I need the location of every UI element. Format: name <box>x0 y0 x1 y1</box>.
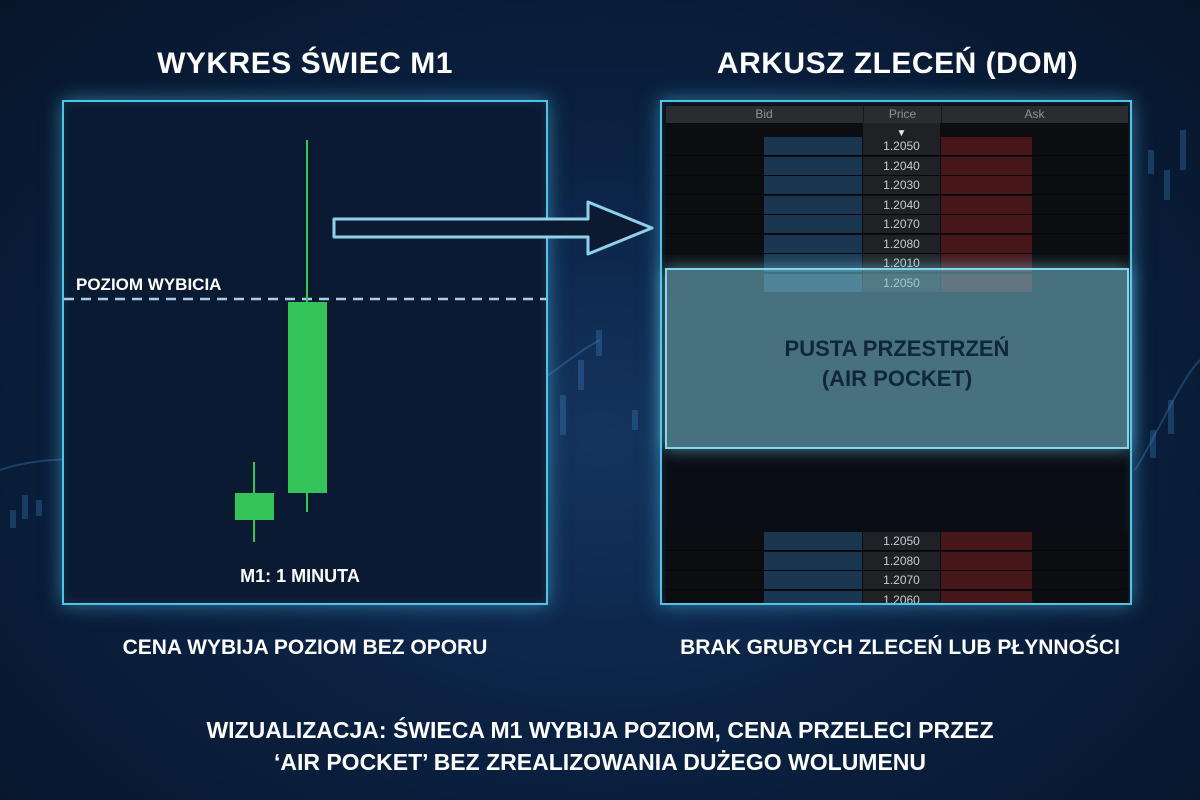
bid-volume-cell[interactable] <box>764 234 862 254</box>
ask-volume-cell[interactable] <box>941 137 1032 156</box>
footer-text-line-1: WIZUALIZACJA: ŚWIECA M1 WYBIJA POZIOM, C… <box>206 717 994 743</box>
bid-size-cell[interactable] <box>666 215 763 234</box>
bid-volume-cell[interactable] <box>764 156 862 176</box>
small-candle-body <box>235 493 274 520</box>
dom-row[interactable]: 1.2030 <box>666 176 1128 195</box>
ask-size-cell[interactable] <box>1033 234 1128 254</box>
ask-volume-cell[interactable] <box>941 195 1032 215</box>
dom-row[interactable]: 1.2080 <box>666 234 1128 254</box>
bid-size-cell[interactable] <box>666 590 763 603</box>
price-cell[interactable]: 1.2050 <box>863 137 940 156</box>
air-pocket-zone: PUSTA PRZESTRZEŃ (AIR POCKET) <box>665 268 1129 449</box>
bid-column-header[interactable]: Bid <box>755 107 773 121</box>
air-pocket-sublabel: (AIR POCKET) <box>821 366 973 391</box>
ask-volume-cell[interactable] <box>941 551 1032 571</box>
ask-volume-cell[interactable] <box>941 215 1032 234</box>
bid-size-cell[interactable] <box>666 176 763 195</box>
price-cell[interactable]: 1.2070 <box>863 571 940 590</box>
bid-volume-cell[interactable] <box>764 551 862 571</box>
price-cell[interactable]: 1.2080 <box>863 234 940 254</box>
ask-size-cell[interactable] <box>1033 215 1128 234</box>
dom-row[interactable]: 1.2040 <box>666 195 1128 215</box>
candlestick-chart: POZIOM WYBICIA M1: 1 MINUTA <box>64 140 546 586</box>
ask-size-cell[interactable] <box>1033 532 1128 551</box>
breakout-level-label: POZIOM WYBICIA <box>76 275 221 294</box>
price-cell[interactable]: 1.2040 <box>863 195 940 215</box>
arrow-right-icon <box>332 200 654 256</box>
footer-text-line-2: ‘AIR POCKET’ BEZ ZREALIZOWANIA DUŻEGO WO… <box>273 749 927 775</box>
ask-size-cell[interactable] <box>1033 195 1128 215</box>
bid-size-cell[interactable] <box>666 532 763 551</box>
ask-volume-cell[interactable] <box>941 590 1032 603</box>
bid-size-cell[interactable] <box>666 156 763 176</box>
ask-size-cell[interactable] <box>1033 590 1128 603</box>
price-column-header[interactable]: Price <box>863 106 942 123</box>
price-cell[interactable]: 1.2030 <box>863 176 940 195</box>
chart-caption: CENA WYBIJA POZIOM BEZ OPORU <box>122 636 488 659</box>
dom-row[interactable]: 1.2080 <box>666 551 1128 571</box>
chart-title: WYKRES ŚWIEC M1 <box>157 47 453 80</box>
small-candle <box>235 462 274 542</box>
price-cell[interactable]: 1.2070 <box>863 215 940 234</box>
ask-size-cell[interactable] <box>1033 137 1128 156</box>
bid-volume-cell[interactable] <box>764 176 862 195</box>
ask-size-cell[interactable] <box>1033 156 1128 176</box>
ask-volume-cell[interactable] <box>941 571 1032 590</box>
bid-size-cell[interactable] <box>666 137 763 156</box>
dom-row[interactable]: 1.2050 <box>666 532 1128 551</box>
bid-size-cell[interactable] <box>666 571 763 590</box>
dom-caption: BRAK GRUBYCH ZLECEŃ LUB PŁYNNOŚCI <box>680 636 1120 659</box>
ask-volume-cell[interactable] <box>941 156 1032 176</box>
candlestick-chart-panel: POZIOM WYBICIA M1: 1 MINUTA <box>62 100 548 605</box>
bid-volume-cell[interactable] <box>764 215 862 234</box>
breakout-candle <box>288 140 327 512</box>
bid-volume-cell[interactable] <box>764 532 862 551</box>
ask-size-cell[interactable] <box>1033 176 1128 195</box>
breakout-candle-body <box>288 302 327 493</box>
price-cell[interactable]: 1.2040 <box>863 156 940 176</box>
ask-size-cell[interactable] <box>1033 551 1128 571</box>
bid-volume-cell[interactable] <box>764 590 862 603</box>
price-cell[interactable]: 1.2060 <box>863 590 940 603</box>
dom-header: Bid Price Ask <box>666 106 1128 123</box>
dom-row[interactable]: 1.2050 <box>666 137 1128 156</box>
bid-size-cell[interactable] <box>666 234 763 254</box>
timeframe-label: M1: 1 MINUTA <box>240 566 360 586</box>
bid-size-cell[interactable] <box>666 195 763 215</box>
dom-row[interactable]: 1.2070 <box>666 215 1128 234</box>
price-cell[interactable]: 1.2050 <box>863 532 940 551</box>
air-pocket-label: PUSTA PRZESTRZEŃ <box>784 336 1010 361</box>
ask-column-header[interactable]: Ask <box>1024 107 1045 121</box>
dom-row[interactable]: 1.2040 <box>666 156 1128 176</box>
dom-title: ARKUSZ ZLECEŃ (DOM) <box>716 47 1079 80</box>
ask-volume-cell[interactable] <box>941 532 1032 551</box>
ask-volume-cell[interactable] <box>941 234 1032 254</box>
ask-size-cell[interactable] <box>1033 571 1128 590</box>
bid-volume-cell[interactable] <box>764 137 862 156</box>
bid-volume-cell[interactable] <box>764 195 862 215</box>
dom-row[interactable]: 1.2060 <box>666 590 1128 603</box>
price-cell[interactable]: 1.2080 <box>863 551 940 571</box>
ask-volume-cell[interactable] <box>941 176 1032 195</box>
bid-size-cell[interactable] <box>666 551 763 571</box>
dom-row[interactable]: 1.2070 <box>666 571 1128 590</box>
bid-volume-cell[interactable] <box>764 571 862 590</box>
